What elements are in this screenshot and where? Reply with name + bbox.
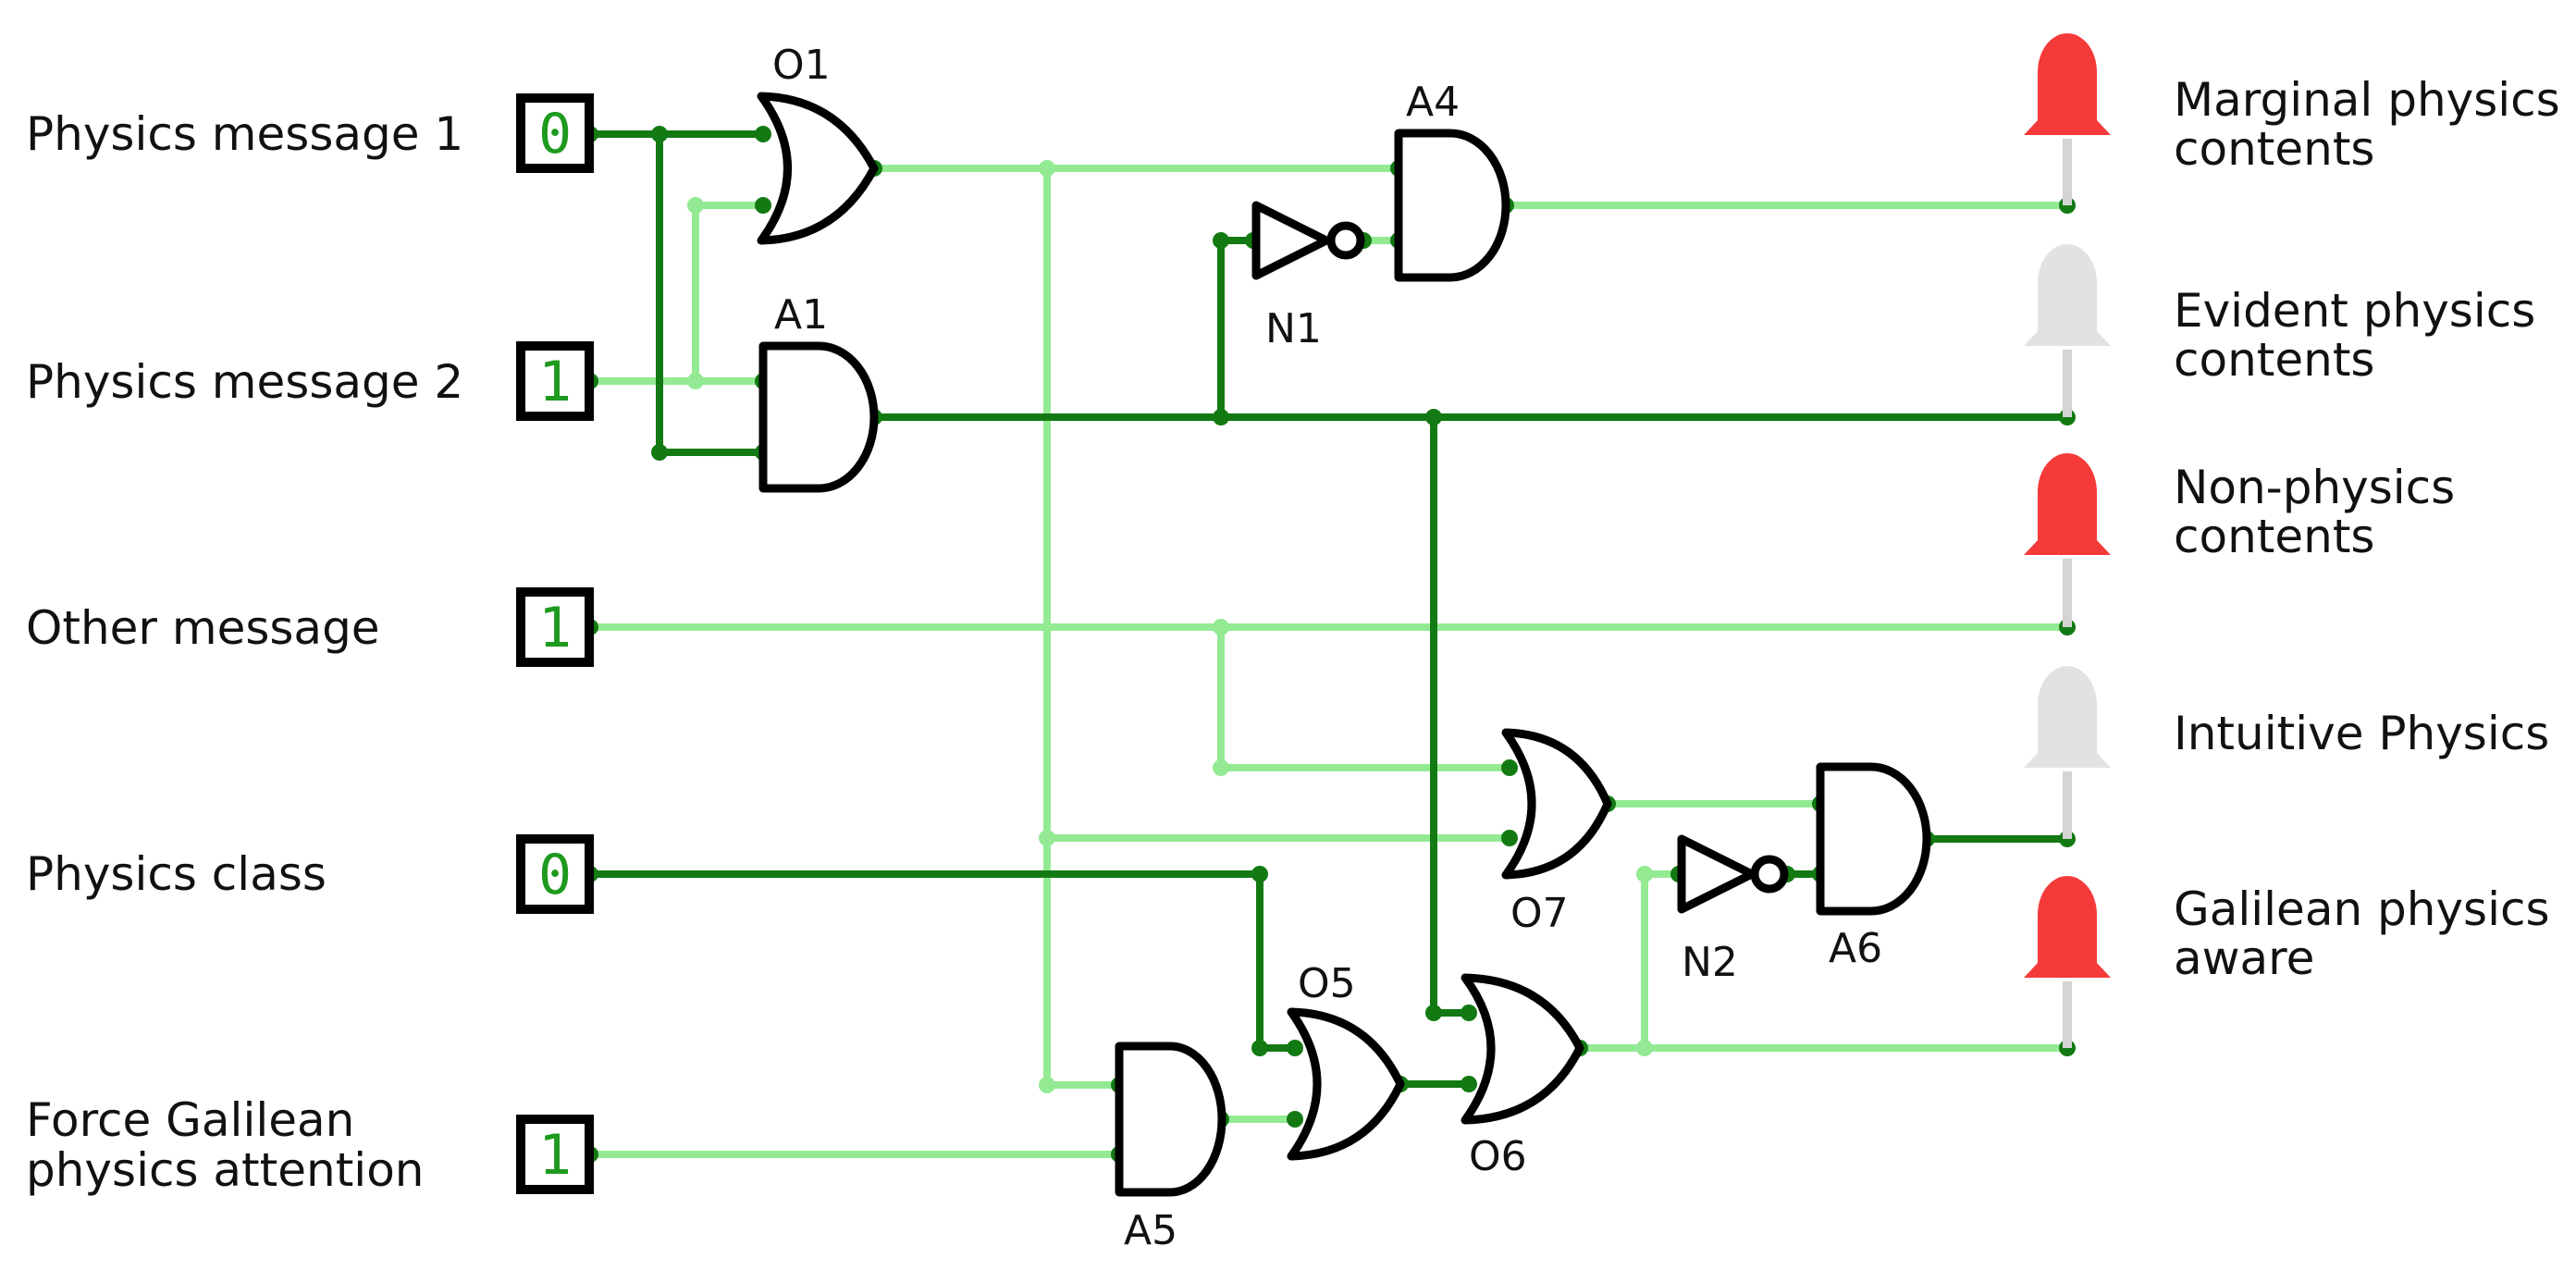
wire-pm2-up [692,202,767,385]
gate-a1[interactable]: A1 [758,291,879,493]
gate-o1[interactable]: O1 [757,42,879,245]
switch-value: 1 [538,1123,572,1188]
output-led-3 [2024,453,2111,627]
input-label-physics-message-1: Physics message 1 [26,107,463,161]
gate-o7[interactable]: O7 [1501,728,1612,937]
gate-a4[interactable]: A4 [1394,79,1510,282]
input-label-force-line-2: physics attention [26,1143,424,1197]
gate-n2[interactable]: N2 [1677,834,1789,986]
gate-label-a1: A1 [774,291,828,339]
output-label-intuitive-physics: Intuitive Physics [2174,707,2549,760]
switch-value: 0 [538,843,572,907]
gate-label-a6: A6 [1829,925,1882,972]
wire-pm1-down [656,130,767,456]
gate-o5[interactable]: O5 [1287,960,1405,1161]
wire-a1-to-o6 [1430,413,1473,1017]
gate-n1[interactable]: N1 [1251,201,1365,352]
gate-label-a5: A5 [1124,1207,1177,1254]
wire-physics-class [586,870,1299,1052]
gate-label-o1: O1 [772,42,831,89]
wire-other-to-o7 [1217,623,1513,771]
input-labels: Physics message 1 Physics message 2 Othe… [26,107,463,1197]
switch-value: 1 [538,350,572,414]
output-label-galilean-line-1: Galilean physics [2174,882,2550,936]
input-switch-2[interactable]: 1 [516,341,594,421]
input-switch-5[interactable]: 1 [516,1115,594,1194]
output-led-4 [2024,666,2111,839]
gate-o6[interactable]: O6 [1461,973,1584,1180]
input-label-physics-class: Physics class [26,847,327,901]
output-label-marginal-line-2: contents [2174,122,2374,176]
output-labels: Marginal physics contents Evident physic… [2174,73,2560,985]
switch-value: 1 [538,596,572,660]
output-label-non-physics-line-2: contents [2174,510,2374,563]
gate-label-n2: N2 [1682,939,1738,986]
output-led-5 [2024,876,2111,1048]
output-led-1 [2024,33,2111,205]
gate-a6[interactable]: A6 [1816,762,1931,972]
wire-o6-to-n2 [1641,870,1682,1052]
output-label-evident-line-2: contents [2174,333,2374,387]
output-label-galilean-line-2: aware [2174,931,2314,985]
input-switch-1[interactable]: 0 [516,93,594,173]
output-label-evident-line-1: Evident physics [2174,284,2535,338]
output-led-2 [2024,244,2111,417]
gate-label-o7: O7 [1510,890,1569,937]
wire-a1-to-n1 [1217,237,1257,421]
output-label-marginal-line-1: Marginal physics [2174,73,2560,127]
input-switch-3[interactable]: 1 [516,587,594,667]
input-label-other-message: Other message [26,601,380,655]
gate-label-a4: A4 [1406,79,1460,126]
gate-label-n1: N1 [1265,305,1322,352]
output-label-non-physics-line-1: Non-physics [2174,461,2455,514]
input-switch-4[interactable]: 0 [516,834,594,914]
gate-a5[interactable]: A5 [1115,1042,1226,1254]
input-label-physics-message-2: Physics message 2 [26,355,463,409]
input-label-force-line-1: Force Galilean [26,1093,354,1147]
switch-value: 0 [538,102,572,166]
gate-label-o5: O5 [1298,960,1356,1007]
gate-label-o6: O6 [1469,1133,1527,1180]
